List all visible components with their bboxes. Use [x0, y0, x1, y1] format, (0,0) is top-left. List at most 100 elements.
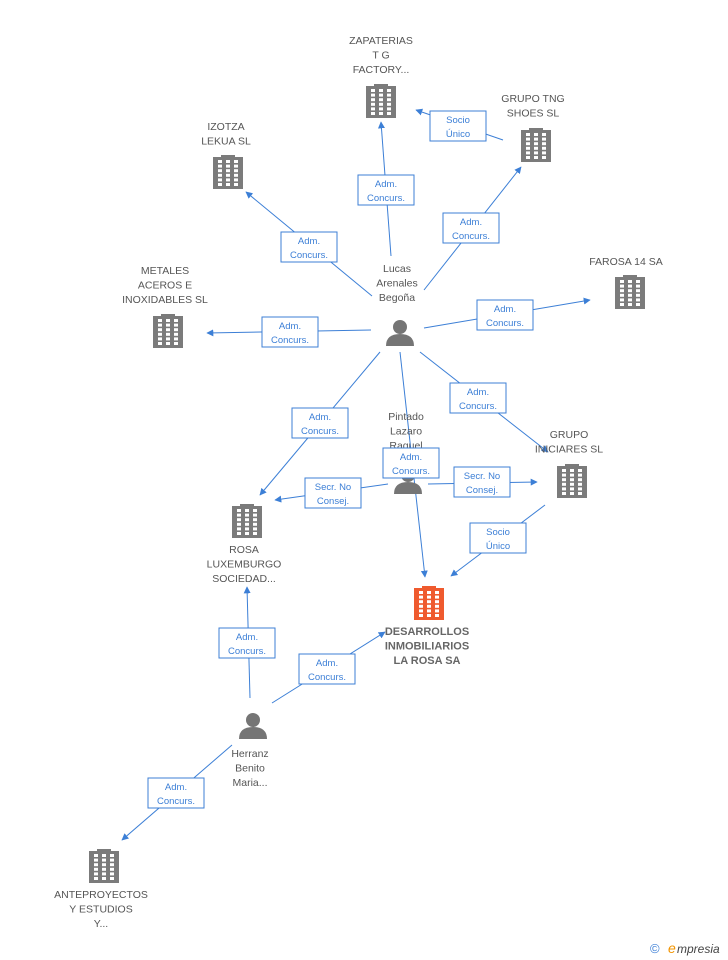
edge-label-text: Concurs.: [290, 250, 328, 261]
edge-label[interactable]: Secr. No Consej.: [304, 477, 362, 509]
node-grupo_tng[interactable]: GRUPO TNG SHOES SL: [501, 93, 565, 162]
node-herranz[interactable]: HerranzBenitoMaria...: [231, 713, 269, 789]
edge-label-text: Socio: [446, 115, 470, 126]
node-label: DESARROLLOS: [385, 626, 469, 638]
building-icon: [213, 155, 243, 189]
edge-label-text: Concurs.: [301, 426, 339, 437]
edge-label[interactable]: Adm. Concurs.: [147, 777, 205, 809]
edge-label-text: Adm.: [236, 632, 258, 643]
edge-label[interactable]: Adm. Concurs.: [442, 212, 500, 244]
edge-label-box: [442, 212, 500, 244]
person-icon: [239, 713, 267, 739]
node-desarrollos[interactable]: DESARROLLOS INMOBILIARIOS LA ROSA SA: [385, 586, 469, 667]
edge-label-box: [261, 316, 319, 348]
edge-label[interactable]: Adm.Concurs.: [261, 316, 319, 348]
node-rosa_lux[interactable]: ROSA LUXEMBURGO SOCIEDAD...: [207, 504, 282, 585]
node-label: LA ROSA SA: [393, 655, 460, 667]
node-label: SHOES SL: [507, 108, 560, 120]
edge-label[interactable]: Adm. Concurs.: [382, 447, 440, 479]
edge-label-text: Único: [446, 129, 470, 140]
edge-label-text: Adm.: [316, 658, 338, 669]
node-label: ZAPATERIAS: [349, 35, 413, 47]
edge-label-text: Concurs.: [452, 231, 490, 242]
edge-label-box: [476, 299, 534, 331]
edge-label[interactable]: Adm.Concurs.: [449, 382, 507, 414]
edge-label-box: [291, 407, 349, 439]
edge-label-box: [382, 447, 440, 479]
edge-label[interactable]: Adm.Concurs.: [291, 407, 349, 439]
node-anteproyectos[interactable]: ANTEPROYECTOS Y ESTUDIOS Y...: [54, 849, 148, 930]
building-icon: [153, 314, 183, 348]
edge-label-text: Adm.: [279, 321, 301, 332]
building-icon: [414, 586, 444, 620]
node-label: SOCIEDAD...: [212, 573, 276, 585]
edge-label-text: Adm.: [298, 236, 320, 247]
edge-label[interactable]: Adm. Concurs.: [218, 627, 276, 659]
edge-label-box: [280, 231, 338, 263]
edge-label[interactable]: Adm. Concurs.: [280, 231, 338, 263]
node-label: ANTEPROYECTOS: [54, 889, 148, 901]
edge-label-box: [298, 653, 356, 685]
edge-label-text: Concurs.: [228, 646, 266, 657]
edge-label[interactable]: Adm. Concurs.: [476, 299, 534, 331]
node-zapaterias[interactable]: ZAPATERIAS T G FACTORY...: [349, 35, 413, 118]
copyright-symbol: ©: [650, 941, 660, 956]
edge-label-text: Concurs.: [392, 466, 430, 477]
node-label: FACTORY...: [353, 64, 410, 76]
node-label: Begoña: [379, 292, 415, 304]
edge-label-text: Socio: [486, 527, 510, 538]
node-label: Arenales: [376, 278, 417, 290]
edge-label-text: Concurs.: [486, 318, 524, 329]
nodes-layer: ZAPATERIAS T G FACTORY... IZOTZA LEKUA SL GRU…: [54, 35, 663, 930]
brand-name[interactable]: mpresia: [677, 942, 720, 956]
building-icon: [366, 84, 396, 118]
edge-label-text: Concurs.: [308, 672, 346, 683]
edge-label-box: [357, 174, 415, 206]
edge-label-text: Adm.: [494, 304, 516, 315]
building-icon: [615, 275, 645, 309]
node-label: Y ESTUDIOS: [69, 904, 132, 916]
node-label: GRUPO: [550, 429, 589, 441]
edge-label-text: Adm.: [400, 452, 422, 463]
edge-label[interactable]: Adm.Concurs.: [357, 174, 415, 206]
edge-label-text: Único: [486, 541, 510, 552]
node-label: GRUPO TNG: [501, 93, 564, 105]
edge-label-text: Secr. No: [315, 482, 351, 493]
edge-label-text: Adm.: [165, 782, 187, 793]
node-label: FAROSA 14 SA: [589, 256, 663, 268]
edge-label-text: Consej.: [317, 496, 349, 507]
edge-label-box: [218, 627, 276, 659]
node-label: INMOBILIARIOS: [385, 641, 469, 653]
node-label: Lazaro: [390, 426, 422, 438]
building-icon: [232, 504, 262, 538]
edge-label-text: Adm.: [460, 217, 482, 228]
node-label: LEKUA SL: [201, 136, 251, 148]
building-icon: [557, 464, 587, 498]
node-label: Y...: [94, 918, 108, 930]
edge-label-text: Concurs.: [157, 796, 195, 807]
node-izotza[interactable]: IZOTZA LEKUA SL: [201, 121, 251, 189]
edge-label-box: [453, 466, 511, 498]
node-label: ROSA: [229, 544, 259, 556]
building-icon: [521, 128, 551, 162]
node-farosa[interactable]: FAROSA 14 SA: [589, 256, 663, 309]
node-label: INOXIDABLES SL: [122, 294, 208, 306]
edge-label-box: [147, 777, 205, 809]
brand-initial: e: [668, 940, 676, 956]
edge-label-text: Concurs.: [459, 401, 497, 412]
edge-label-box: [304, 477, 362, 509]
node-label: IZOTZA: [207, 121, 244, 133]
edge-labels-layer: Adm.Concurs.SocioÚnicoAdm.Concurs.Adm.Co…: [147, 110, 534, 809]
node-label: T G: [372, 50, 389, 62]
edge-label-text: Adm.: [375, 179, 397, 190]
node-label: LUXEMBURGO: [207, 559, 282, 571]
edge-label-box: [469, 522, 527, 554]
edge-label[interactable]: Adm. Concurs.: [298, 653, 356, 685]
edge-label-text: Consej.: [466, 485, 498, 496]
